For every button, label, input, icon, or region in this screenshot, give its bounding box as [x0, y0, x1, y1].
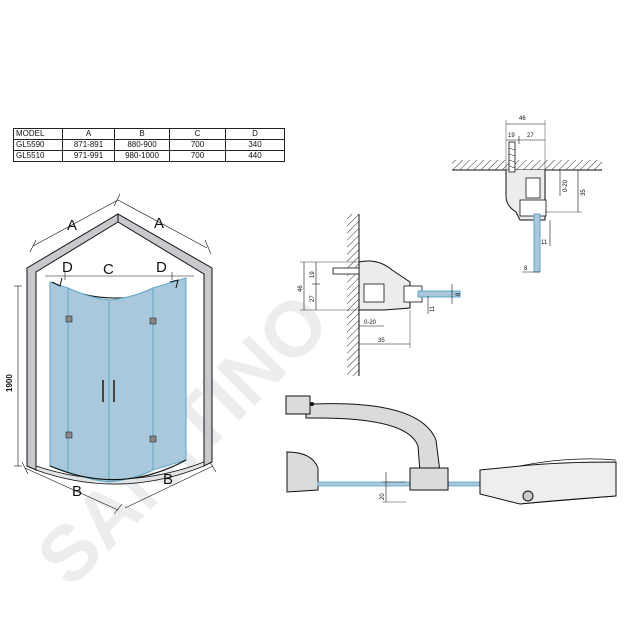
- enclosure-drawing: A A C D D B B 1900: [5, 193, 217, 515]
- dim-offset: 20: [380, 493, 386, 500]
- screw: [508, 141, 516, 173]
- dim-drop: 35: [581, 189, 587, 196]
- glass-section: [533, 213, 541, 273]
- wall-bracket: [285, 395, 311, 415]
- table-cell: 700: [169, 150, 226, 162]
- table-row: GL5510 971-991 980-1000 700 440: [13, 150, 285, 162]
- table-header-row: MODEL A B C D: [13, 128, 285, 140]
- dimension-label-a-right: A: [154, 215, 164, 232]
- hinge: [65, 431, 73, 439]
- dimension-label-b-front: B: [72, 483, 82, 500]
- dim-bottom-segment: 27: [310, 295, 316, 302]
- dim-offset: 35: [378, 338, 385, 344]
- dimension-label-height: 1900: [5, 374, 14, 392]
- support-arm: [305, 403, 441, 473]
- dim-right-segment: 27: [527, 133, 534, 139]
- ceiling-mount-detail: 46 19 27 0-20 35 11 8: [452, 116, 602, 273]
- ceiling-hatch: [452, 160, 602, 170]
- dim-total-height: 46: [298, 285, 304, 292]
- screw: [332, 267, 360, 275]
- hinge: [65, 315, 73, 323]
- dim-gap: 11: [541, 240, 548, 246]
- right-door-handle: [113, 380, 115, 402]
- dim-adjust-range: 0-20: [364, 320, 377, 326]
- dimension-label-d-left: D: [62, 259, 73, 276]
- wall-hatch: [347, 214, 359, 376]
- hinge: [149, 317, 157, 325]
- left-door-handle: [102, 380, 104, 402]
- dim-total-width: 46: [519, 116, 526, 122]
- table-cell: 971-991: [62, 150, 115, 162]
- top-view-detail: 20: [285, 395, 617, 505]
- dimension-label-c: C: [103, 261, 114, 278]
- glass-section: [417, 290, 461, 298]
- dim-glass-thickness: 8: [456, 292, 462, 296]
- top-bracket-left: [51, 277, 63, 287]
- dim-left-segment: 19: [508, 133, 515, 139]
- dimension-label-b-side: B: [163, 471, 173, 488]
- dimension-label-d-right: D: [156, 259, 167, 276]
- left-fixed-glass: [49, 281, 69, 473]
- table-cell: 440: [225, 150, 285, 162]
- hinge-knob: [522, 490, 534, 502]
- wall-mount-detail: 46 19 27 8 11 0-20 35: [298, 214, 462, 376]
- dimension-label-a-left: A: [67, 217, 77, 234]
- table-cell: 980-1000: [114, 150, 170, 162]
- clamp: [409, 467, 449, 491]
- top-bracket-right: [169, 279, 179, 289]
- dim-adjust-range: 0-20: [563, 179, 569, 192]
- door-seal: [286, 451, 319, 493]
- hinge: [149, 435, 157, 443]
- right-fixed-glass: [152, 277, 187, 471]
- right-door-glass: [108, 287, 154, 483]
- dim-gap: 11: [430, 305, 436, 312]
- dim-top-segment: 19: [310, 271, 316, 278]
- model-dimension-table: MODEL A B C D GL5590 871-891 880-900 700…: [13, 128, 285, 162]
- dim-glass-thickness: 8: [524, 266, 528, 272]
